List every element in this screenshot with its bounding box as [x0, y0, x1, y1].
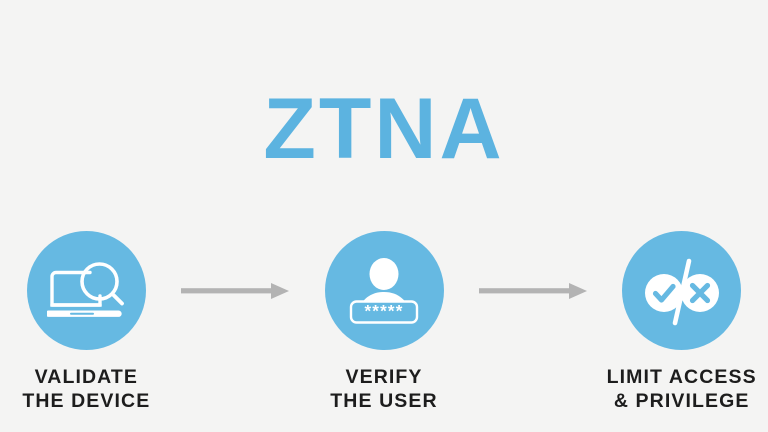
- password-mask-text: *****: [364, 301, 403, 320]
- connector-arrow-1: [173, 231, 298, 350]
- arrow-right-icon: [478, 281, 587, 301]
- laptop-magnifier-icon: [47, 260, 125, 322]
- step-3-label: LIMIT ACCESS & PRIVILEGE: [606, 366, 757, 412]
- check-cross-icon: [642, 255, 722, 327]
- step-1-circle: [26, 231, 146, 350]
- step-2-label: VERIFY THE USER: [330, 366, 438, 412]
- steps-row: VALIDATE THE DEVICE: [0, 231, 768, 412]
- step-1-label: VALIDATE THE DEVICE: [22, 366, 151, 412]
- step-verify-the-user: ***** VERIFY THE USER: [298, 231, 471, 414]
- step-limit-access-and-privilege: LIMIT ACCESS & PRIVILEGE: [595, 231, 768, 414]
- step-validate-the-device: VALIDATE THE DEVICE: [0, 231, 173, 414]
- step-3-circle: [622, 231, 742, 350]
- page-title: ZTNA: [263, 81, 505, 177]
- step-2-circle: *****: [324, 231, 444, 350]
- user-password-icon: *****: [346, 257, 422, 325]
- connector-arrow-2: [470, 231, 595, 350]
- arrow-right-icon: [181, 281, 290, 301]
